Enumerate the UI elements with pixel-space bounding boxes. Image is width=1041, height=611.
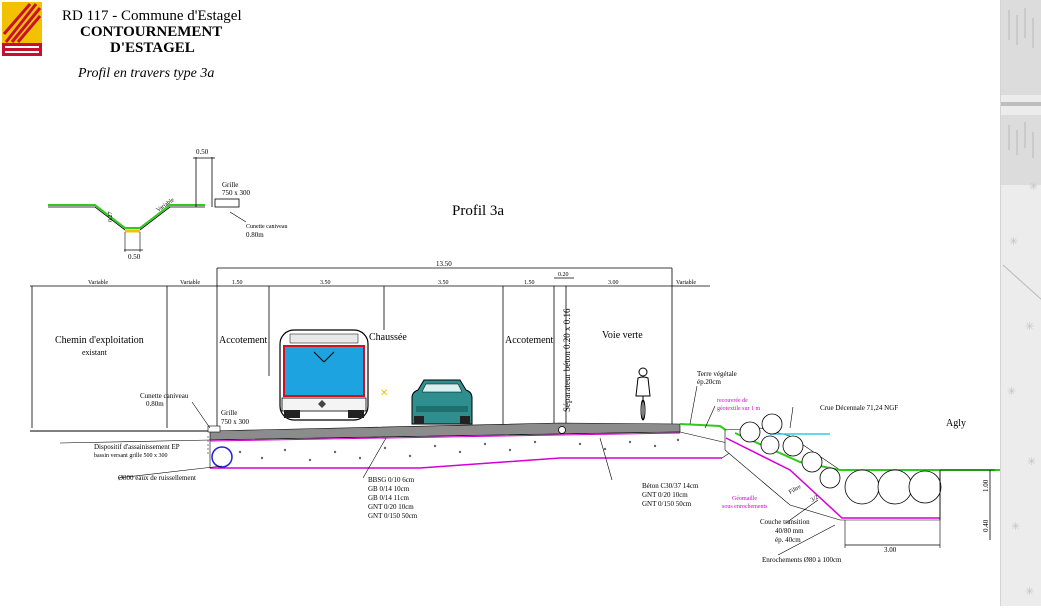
label-cunette: Cunette caniveau <box>140 392 189 400</box>
ditch-dim-top: 0.50 <box>196 148 209 156</box>
label-geomaille: Géomaille <box>732 496 757 502</box>
label-geotextile-2: géotextile sur 1 m <box>717 406 760 412</box>
sidebar-decoration: ✳ ✳ ✳ ✳ ✳ ✳ ✳ <box>1001 0 1041 598</box>
label-crue: Crue Décennale 71,24 NGF <box>820 404 898 412</box>
dim-width-1: 1.50 <box>232 280 243 286</box>
label-grille: Grille <box>221 409 237 417</box>
header-subtitle: Profil en travers type 3a <box>78 66 215 81</box>
road-structure <box>30 422 741 469</box>
cyclist-icon <box>635 367 651 421</box>
scrollbar-strip[interactable]: ✳ ✳ ✳ ✳ ✳ ✳ ✳ <box>1000 0 1041 606</box>
ditch-cunette-depth: 0.80m <box>246 231 264 239</box>
svg-text:✳: ✳ <box>1027 455 1036 468</box>
dim-variable-3: Variable <box>676 280 696 286</box>
ditch-grille-size: 750 x 300 <box>222 189 251 197</box>
svg-text:✳: ✳ <box>1029 180 1038 193</box>
zone-accotement-left: Accotement <box>219 335 268 346</box>
zone-chemin-label: Chemin d'exploitation <box>55 335 144 346</box>
label-slope-ratio: 3/2 <box>810 495 820 504</box>
label-couche-thickness: ép. 40cm <box>775 536 801 544</box>
dim-width-3: 3.50 <box>438 280 449 286</box>
label-geotextile: recouvrée de <box>717 398 748 404</box>
dim-variable-1: Variable <box>88 280 108 286</box>
road-layer: GB 0/14 11cm <box>368 494 410 502</box>
zone-separateur: Séparateur béton 0.20 x 0.16 <box>562 308 572 412</box>
label-terre-vegetale: Terre végétale <box>697 370 737 378</box>
label-agly: Agly <box>946 418 966 429</box>
dim-width-2: 3.50 <box>320 280 331 286</box>
label-geomaille-2: sous enrochements <box>722 504 768 510</box>
road-layer: GNT 0/20 10cm <box>368 503 414 511</box>
road-layers-list: BBSG 0/10 6cm GB 0/14 10cm GB 0/14 11cm … <box>368 476 418 520</box>
dim-bottom: 3.00 <box>884 546 897 554</box>
label-pipe: Ø800 eaux de ruissellement <box>118 474 196 482</box>
path-layers-list: Béton C30/37 14cm GNT 0/20 10cm GNT 0/15… <box>642 482 699 508</box>
cross-section-drawing: 0.50 0.50 Variable 0.27 Grille 750 x 300… <box>30 148 1000 564</box>
dim-small: 0.40 <box>982 519 990 532</box>
path-layer: Béton C30/37 14cm <box>642 482 699 490</box>
leader-lines <box>59 385 836 556</box>
road-layer: GNT 0/150 50cm <box>368 512 418 520</box>
dimension-lines <box>30 267 710 428</box>
dim-width-5: 0.20 <box>558 272 569 278</box>
dim-total: 13.50 <box>436 260 452 268</box>
label-filtre: Filtre <box>788 484 803 496</box>
dim-variable-2: Variable <box>180 280 200 286</box>
path-layer: GNT 0/20 10cm <box>642 491 688 499</box>
profile-title: Profil 3a <box>452 203 504 219</box>
svg-text:✳: ✳ <box>1007 385 1016 398</box>
label-dispositif-2: bassin versant grille 500 x 300 <box>94 453 168 459</box>
path-layer: GNT 0/150 50cm <box>642 500 692 508</box>
dim-width-4: 1.50 <box>524 280 535 286</box>
label-dispositif: Dispositif d'assainissement EP <box>94 443 180 451</box>
zone-voie-verte: Voie verte <box>602 330 643 341</box>
bus-icon <box>279 329 369 421</box>
road-layer: BBSG 0/10 6cm <box>368 476 415 484</box>
svg-text:✳: ✳ <box>1025 320 1034 333</box>
car-icon <box>411 379 473 425</box>
departement-logo-icon <box>2 2 42 56</box>
svg-text:✳: ✳ <box>1011 520 1020 533</box>
ditch-detail <box>48 157 247 252</box>
label-grille-size: 750 x 300 <box>221 418 250 426</box>
ditch-dim-bottom: 0.50 <box>128 253 141 261</box>
zone-chemin-label-2: existant <box>82 348 108 357</box>
dim-width-6: 3.00 <box>608 280 619 286</box>
svg-text:✳: ✳ <box>1025 585 1034 598</box>
header-route: RD 117 - Commune d'Estagel <box>62 8 242 24</box>
label-couche-grain: 40/80 mm <box>775 527 804 535</box>
riprap-embankment <box>724 413 1000 548</box>
label-terre-thickness: ép.20cm <box>697 378 721 386</box>
dim-right: 1.00 <box>982 479 990 492</box>
svg-text:✳: ✳ <box>1009 235 1018 248</box>
road-layer: GB 0/14 10cm <box>368 485 410 493</box>
ditch-grille-label: Grille <box>222 181 238 189</box>
zone-accotement-right: Accotement <box>505 335 554 346</box>
label-cunette-depth: 0.80m <box>146 400 164 408</box>
ditch-cunette-label: Cunette caniveau <box>246 224 287 230</box>
header-title: CONTOURNEMENT <box>80 24 223 40</box>
zone-chaussee: Chaussée <box>369 332 407 343</box>
ditch-slope-label: 0.27 <box>108 212 114 223</box>
label-couche: Couche transition <box>760 518 810 526</box>
chaussee-marker: ✕ <box>380 388 388 399</box>
label-enrochements: Enrochements Ø80 à 100cm <box>762 556 842 564</box>
header-title-2: D'ESTAGEL <box>110 40 195 56</box>
